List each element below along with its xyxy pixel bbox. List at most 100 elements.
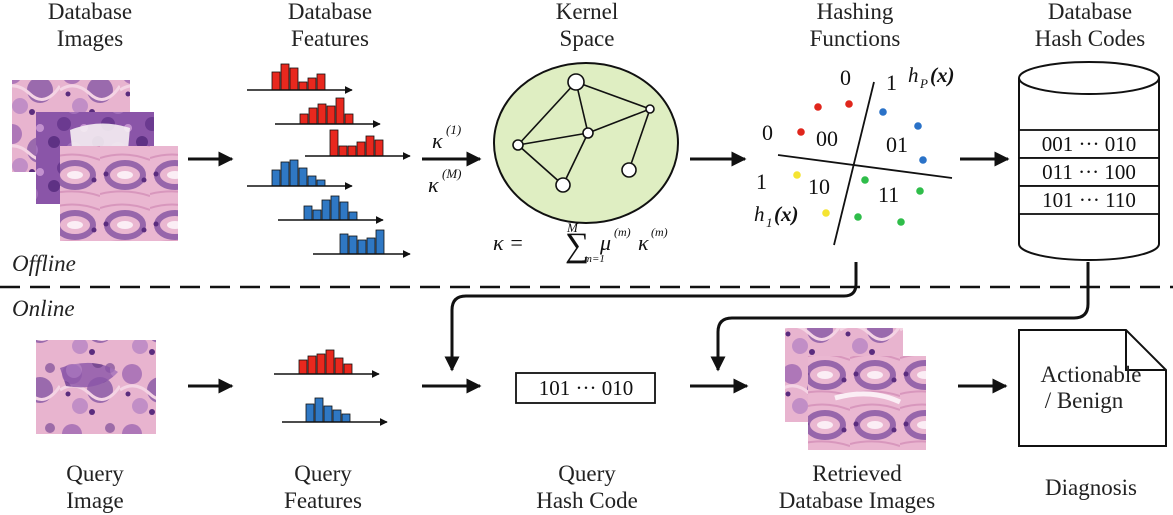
hashing-functions-plot: 0 1 h P (x) 0 1 h 1 (x) 00 01 10 11 (754, 63, 955, 246)
formula-lower: m=1 (584, 253, 605, 265)
diagnosis-caption: Diagnosis (1045, 475, 1137, 500)
region-01: 01 (886, 132, 908, 157)
hash-codes-to-retrieval-connector (710, 262, 1090, 372)
blue-histogram-2 (278, 195, 384, 224)
hash-code-1: 001 ··· 010 (1042, 132, 1136, 156)
graph-node (621, 162, 637, 178)
retrieved-caption-line2: Database Images (779, 488, 936, 513)
blue-data-point (914, 122, 922, 130)
blue-histogram-3 (313, 229, 411, 258)
query-image (36, 340, 156, 434)
graph-node (512, 139, 524, 151)
hp-bit-1: 1 (886, 70, 897, 95)
formula-lhs: κ = (493, 230, 524, 255)
hashing-functions-title-line1: Hashing (817, 0, 894, 24)
red-data-point (814, 103, 822, 111)
hashing-functions-title-line2: Functions (810, 26, 901, 51)
query-red-histogram (274, 349, 380, 378)
graph-node (567, 73, 585, 91)
blue-histogram-1 (247, 159, 353, 190)
hyperplane-hp (833, 81, 875, 246)
kernel-formula: κ = ∑ M m=1 μ (m) κ (m) (493, 220, 668, 265)
graph-node (582, 127, 594, 139)
h1-argument: (x) (774, 202, 799, 226)
kernel-arrow-top-symbol: κ (432, 128, 443, 153)
offline-label: Offline (12, 251, 76, 276)
query-features-caption-line1: Query (294, 461, 352, 486)
yellow-data-point (822, 209, 830, 217)
region-11: 11 (878, 182, 899, 207)
kernel-arrow-bottom-superscript: (M) (442, 166, 462, 181)
region-10: 10 (808, 174, 830, 199)
green-data-point (854, 213, 862, 221)
hp-subscript: P (919, 76, 928, 91)
database-image-3 (60, 146, 178, 241)
query-image-caption-line1: Query (66, 461, 124, 486)
database-images-title-line1: Database (48, 0, 132, 24)
formula-kappa-sup: (m) (651, 225, 668, 239)
database-hash-codes-title-line1: Database (1048, 0, 1132, 24)
hp-label: h (908, 63, 919, 87)
online-label: Online (12, 296, 75, 321)
database-image-stack (12, 80, 178, 241)
red-histogram-2 (275, 97, 381, 128)
database-features-title-line2: Features (291, 26, 369, 51)
query-hash-code-box (515, 372, 656, 404)
h1-label: h (754, 202, 765, 226)
retrieved-caption-line1: Retrieved (812, 461, 902, 486)
h1-bit-0: 0 (762, 120, 773, 145)
diagnosis-document: Actionable / Benign (1018, 329, 1167, 447)
diagnosis-line2: / Benign (1045, 388, 1124, 413)
hp-argument: (x) (930, 63, 955, 87)
query-blue-histogram (282, 397, 388, 426)
hyperplane-h1 (777, 154, 953, 179)
query-hash-code-caption-line2: Hash Code (536, 488, 638, 513)
region-00: 00 (816, 126, 838, 151)
h1-bit-1: 1 (756, 169, 767, 194)
hash-code-row (1018, 185, 1160, 215)
yellow-data-point (793, 171, 801, 179)
hash-code-row (1018, 157, 1160, 187)
query-hash-code-caption-line1: Query (558, 461, 616, 486)
hp-bit-0: 0 (840, 65, 851, 90)
hash-code-2: 011 ··· 100 (1042, 160, 1136, 184)
hash-code-3: 101 ··· 110 (1042, 188, 1136, 212)
red-histogram-1 (247, 63, 353, 94)
hash-functions-to-query-connector (444, 262, 858, 372)
retrieved-image-2 (808, 356, 926, 450)
kernel-space-title-line1: Kernel (556, 0, 619, 24)
kernel-arrow-top-superscript: (1) (446, 122, 461, 137)
graph-node (555, 177, 571, 193)
blue-data-point (879, 108, 887, 116)
query-image-caption-line2: Image (66, 488, 123, 513)
database-feature-histograms (247, 63, 411, 258)
kernel-arrow-bottom-symbol: κ (428, 172, 439, 197)
formula-mu-sup: (m) (614, 225, 631, 239)
red-data-point (845, 100, 853, 108)
formula-mu: μ (599, 230, 611, 255)
green-data-point (916, 187, 924, 195)
database-hash-codes-title-line2: Hash Codes (1035, 26, 1146, 51)
database-features-title-line1: Database (288, 0, 372, 24)
formula-upper: M (566, 220, 579, 235)
h1-subscript: 1 (766, 215, 773, 230)
query-hash-code-value: 101 ··· 010 (539, 376, 633, 400)
hash-code-database-cylinder: 001 ··· 010 011 ··· 100 101 ··· 110 (1018, 61, 1160, 261)
query-features-caption-line2: Features (284, 488, 362, 513)
graph-node (645, 104, 655, 114)
diagnosis-line1: Actionable (1041, 362, 1142, 387)
green-data-point (861, 176, 869, 184)
formula-kappa: κ (638, 230, 649, 255)
red-histogram-3 (305, 129, 411, 160)
green-data-point (897, 218, 905, 226)
retrieved-image-stack (785, 328, 926, 450)
formula-sum: ∑ (565, 227, 589, 264)
kernel-space-title-line2: Space (560, 26, 615, 51)
blue-data-point (919, 156, 927, 164)
query-feature-histograms (274, 349, 388, 426)
red-data-point (797, 128, 805, 136)
database-images-title-line2: Images (57, 26, 123, 51)
kernel-space-graph (493, 62, 679, 224)
